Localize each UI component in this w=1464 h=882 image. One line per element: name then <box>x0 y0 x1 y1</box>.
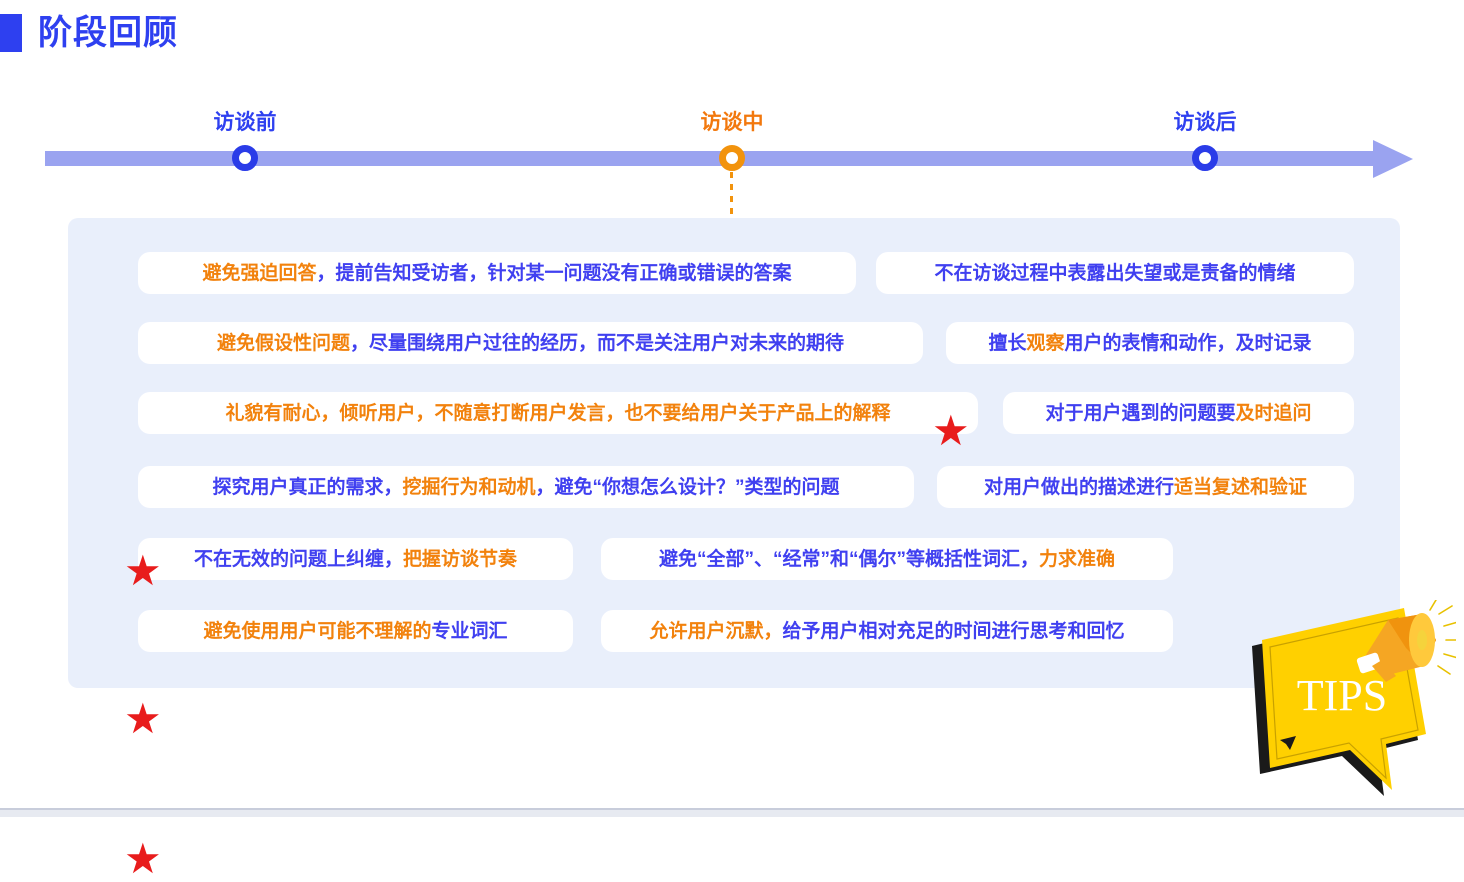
tip-segment: 允许用户沉默， <box>649 620 783 642</box>
tip-segment: 探究用户真正的需求， <box>212 476 403 498</box>
timeline: 访谈前 访谈中 访谈后 <box>0 100 1464 251</box>
timeline-connector-dotted <box>730 172 733 244</box>
timeline-node-2[interactable] <box>1192 145 1218 171</box>
title-marker-icon <box>0 14 22 52</box>
content-panel <box>68 218 1400 688</box>
tips-badge-graphic: TIPS <box>1252 599 1461 796</box>
tip-segment: 用户的表情和动作，及时记录 <box>1064 332 1312 354</box>
tips-row: 探究用户真正的需求，挖掘行为和动机，避免“你想怎么设计？”类型的问题 对用户做出… <box>68 466 1400 740</box>
tips-label: TIPS <box>1297 671 1387 720</box>
star-icon: ★ <box>124 547 162 594</box>
timeline-label-1: 访谈中 <box>700 111 764 134</box>
tips-row: 避免强迫回答，提前告知受访者，针对某一问题没有正确或错误的答案 不在访谈过程中表… <box>68 252 1400 294</box>
tip-segment: 给予用户相对充足的时间进行思考和回忆 <box>782 620 1125 642</box>
tip-segment: 避免使用用户可能不理解的 <box>203 620 432 642</box>
tip-segment: 观察 <box>1026 332 1065 354</box>
tip-segment: 避免假设性问题 <box>216 332 350 354</box>
timeline-arrow-icon <box>1373 140 1413 178</box>
star-icon: ★ <box>124 695 162 742</box>
timeline-label-2: 访谈后 <box>1173 111 1237 134</box>
tips-rows-container: 避免强迫回答，提前告知受访者，针对某一问题没有正确或错误的答案 不在访谈过程中表… <box>68 218 1400 880</box>
star-icon: ★ <box>932 407 970 454</box>
tips-row: 不在无效的问题上纠缠，把握访谈节奏 避免“全部”、“经常”和“偶尔”等概括性词汇… <box>68 538 1400 880</box>
tip-pill[interactable]: 避免“全部”、“经常”和“偶尔”等概括性词汇，力求准确 <box>601 538 1173 580</box>
tip-pill[interactable]: 避免假设性问题，尽量围绕用户过往的经历，而不是关注用户对未来的期待 <box>138 322 923 364</box>
timeline-bar <box>45 151 1380 166</box>
tip-segment: 避免“全部”、“经常”和“偶尔”等概括性词汇， <box>658 548 1039 570</box>
tip-pill[interactable]: 避免使用用户可能不理解的专业词汇 <box>138 610 573 652</box>
tip-pill[interactable]: 礼貌有耐心，倾听用户，不随意打断用户发言，也不要给用户关于产品上的解释 <box>138 392 978 434</box>
tip-pill[interactable]: 避免强迫回答，提前告知受访者，针对某一问题没有正确或错误的答案 <box>138 252 856 294</box>
tip-segment: 力求准确 <box>1039 548 1116 570</box>
tip-segment: 适当复述和验证 <box>1174 476 1308 498</box>
tip-segment: 对用户做出的描述进行 <box>983 476 1174 498</box>
tips-row: 避免使用用户可能不理解的专业词汇 允许用户沉默，给予用户相对充足的时间进行思考和… <box>68 610 1400 652</box>
tips-row: 礼貌有耐心，倾听用户，不随意打断用户发言，也不要给用户关于产品上的解释 对于用户… <box>68 392 1400 592</box>
tip-segment: 对于用户遇到的问题要 <box>1045 402 1236 424</box>
tip-segment: 挖掘行为和动机 <box>402 476 536 498</box>
tip-segment: 不在访谈过程中表露出失望或是责备的情绪 <box>934 262 1296 284</box>
tip-pill[interactable]: 擅长观察用户的表情和动作，及时记录 <box>946 322 1354 364</box>
tip-pill[interactable]: 不在无效的问题上纠缠，把握访谈节奏 <box>138 538 573 580</box>
tip-pill[interactable]: 对用户做出的描述进行适当复述和验证 <box>937 466 1354 508</box>
tip-segment: 不在无效的问题上纠缠， <box>193 548 403 570</box>
tips-row: 避免假设性问题，尽量围绕用户过往的经历，而不是关注用户对未来的期待 擅长观察用户… <box>68 322 1400 452</box>
megaphone-icon <box>1356 599 1461 682</box>
timeline-node-0[interactable] <box>232 145 258 171</box>
tip-segment: ，避免“你想怎么设计？”类型的问题 <box>535 476 840 498</box>
tips-badge: TIPS <box>1246 599 1461 800</box>
tip-segment: 擅长 <box>988 332 1027 354</box>
tip-segment: 礼貌有耐心，倾听用户，不随意打断用户发言，也不要给用户关于产品上的解释 <box>225 402 891 424</box>
bottom-divider <box>0 808 1464 817</box>
tip-segment: ，尽量围绕用户过往的经历，而不是关注用户对未来的期待 <box>350 332 845 354</box>
star-icon: ★ <box>124 835 162 882</box>
tip-pill[interactable]: 允许用户沉默，给予用户相对充足的时间进行思考和回忆 <box>601 610 1173 652</box>
tip-segment: 专业词汇 <box>431 620 508 642</box>
tip-pill[interactable]: 不在访谈过程中表露出失望或是责备的情绪 <box>876 252 1354 294</box>
tip-pill[interactable]: 对于用户遇到的问题要及时追问 <box>1003 392 1354 434</box>
timeline-label-0: 访谈前 <box>213 111 277 134</box>
tip-segment: 把握访谈节奏 <box>403 548 518 570</box>
tip-segment: ，提前告知受访者，针对某一问题没有正确或错误的答案 <box>316 262 792 284</box>
page-title: 阶段回顾 <box>38 14 178 52</box>
tip-segment: 及时追问 <box>1235 402 1312 424</box>
timeline-node-1[interactable] <box>719 145 745 171</box>
page-header: 阶段回顾 <box>0 10 178 56</box>
tip-segment: 避免强迫回答 <box>202 262 317 284</box>
tip-pill[interactable]: 探究用户真正的需求，挖掘行为和动机，避免“你想怎么设计？”类型的问题 <box>138 466 914 508</box>
